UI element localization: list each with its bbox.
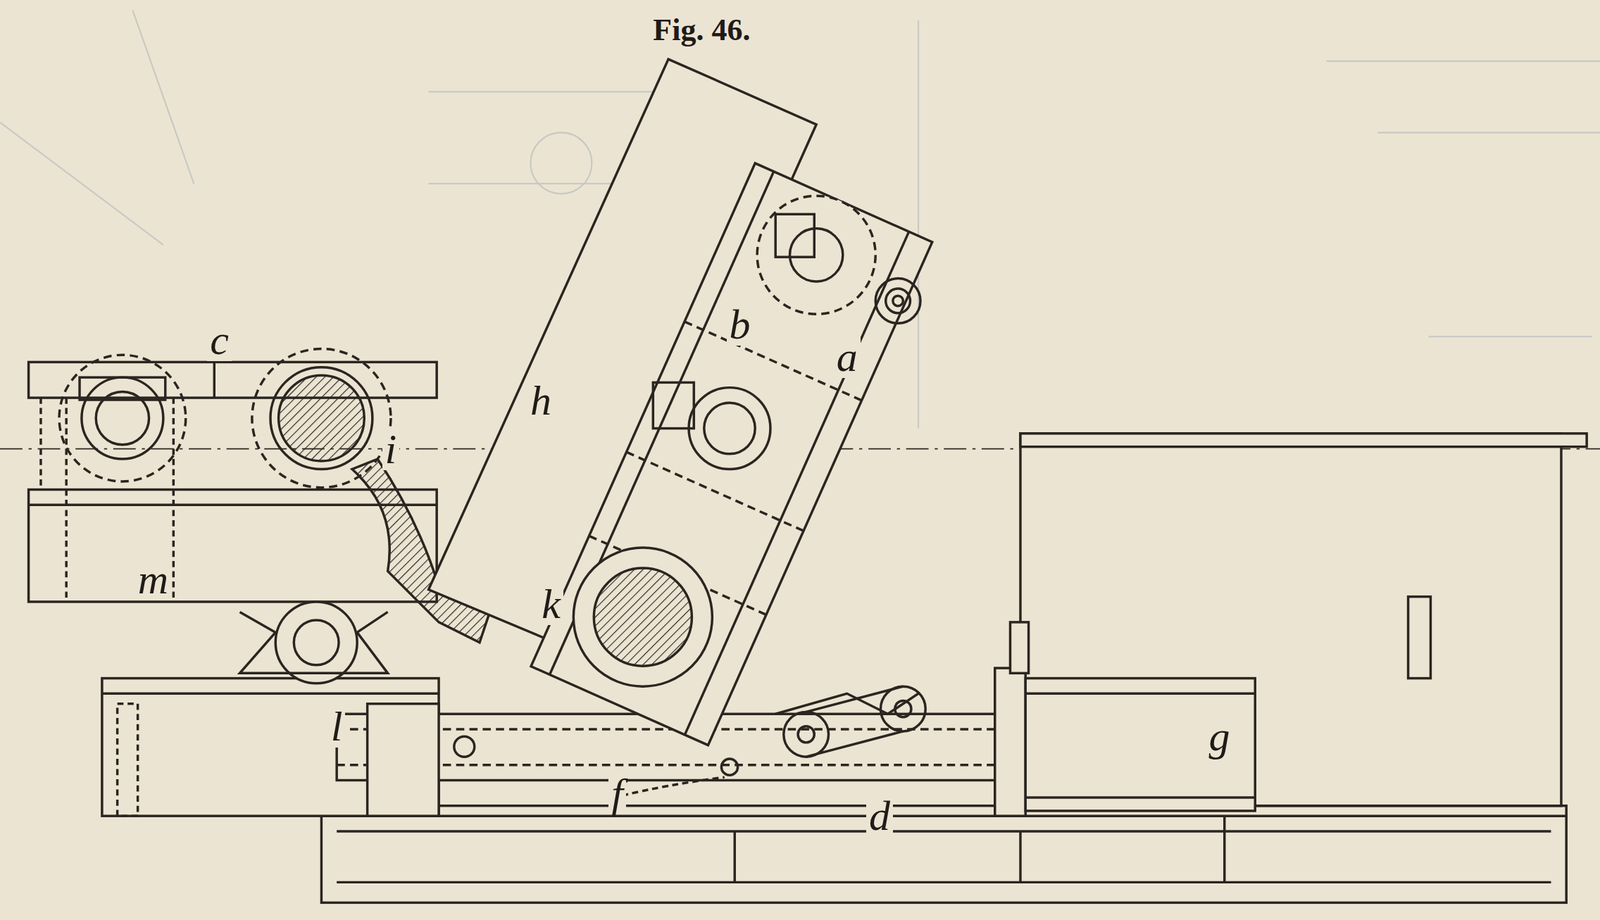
machine-lines [892,295,903,306]
machine-lines [783,711,829,758]
machine-lines [790,228,843,282]
part-letter: a [833,335,861,379]
machine-lines [59,354,186,482]
machine-lines [875,278,921,324]
show-through [1326,60,1600,62]
machine-lines [684,321,862,401]
machine-lines [64,397,67,603]
machine-lines [270,367,373,470]
machine-lines [321,814,1567,817]
machine-lines [622,777,725,796]
part-letter: m [135,558,172,601]
machine-lines [39,397,42,490]
machine-lines [454,736,475,758]
machine-lines [336,830,1021,833]
machine-lines [321,806,1567,904]
machine-lines [28,59,1588,903]
machine-lines [1009,622,1029,674]
machine-lines [688,388,771,470]
machine-lines [275,602,358,684]
show-through [1377,131,1600,134]
machine-lines [721,759,738,776]
show-through [132,10,194,184]
machine-lines [79,377,166,400]
machine-lines [530,163,933,746]
machine-lines [995,668,1026,817]
machine-lines [775,214,815,258]
show-through [0,122,164,246]
machine-lines [573,547,712,687]
machine-lines [117,704,139,817]
machine-lines [885,288,911,314]
machine-lines [1019,831,1022,883]
show-through [1428,335,1593,338]
part-letter: f [608,772,627,815]
machine-lines [757,195,876,315]
machine-lines [1020,433,1587,448]
machine-lines [1223,816,1226,883]
machine-lines [775,693,919,715]
part-letter: d [866,795,893,838]
machine-lines [1020,830,1551,833]
part-letter: g [1206,715,1234,758]
machine-lines [530,163,933,746]
part-letter: c [207,319,232,362]
machine-lines [28,504,438,507]
machine-lines [1025,692,1255,696]
machine-lines [652,382,694,429]
machine-lines [733,831,736,883]
machine-lines [704,402,755,454]
machine-lines [797,726,815,743]
machine-lines [1025,796,1255,799]
machine-lines [336,881,1551,884]
machine-lines [102,678,439,817]
machine-lines [81,377,164,460]
part-letter: l [328,705,346,748]
machine-lines [102,692,439,696]
machine-lines [213,361,216,398]
machine-lines [240,611,389,674]
part-letter: b [726,303,754,346]
machine-lines [593,568,692,667]
machine-lines [1408,597,1431,679]
machine-lines [806,731,904,758]
machine-lines [806,686,904,712]
figure-title: Fig. 46. [652,11,750,48]
part-letter: i [382,428,400,471]
part-letter: k [538,583,564,626]
machine-lines [880,686,926,732]
show-through [530,132,592,194]
machine-lines [293,620,339,666]
part-letter: h [527,379,555,422]
machine-lines [172,397,175,603]
machine-lines [28,490,438,603]
machine-lines [367,704,439,817]
machine-lines [278,375,365,462]
show-through [917,20,920,429]
machine-lines [1025,678,1255,812]
